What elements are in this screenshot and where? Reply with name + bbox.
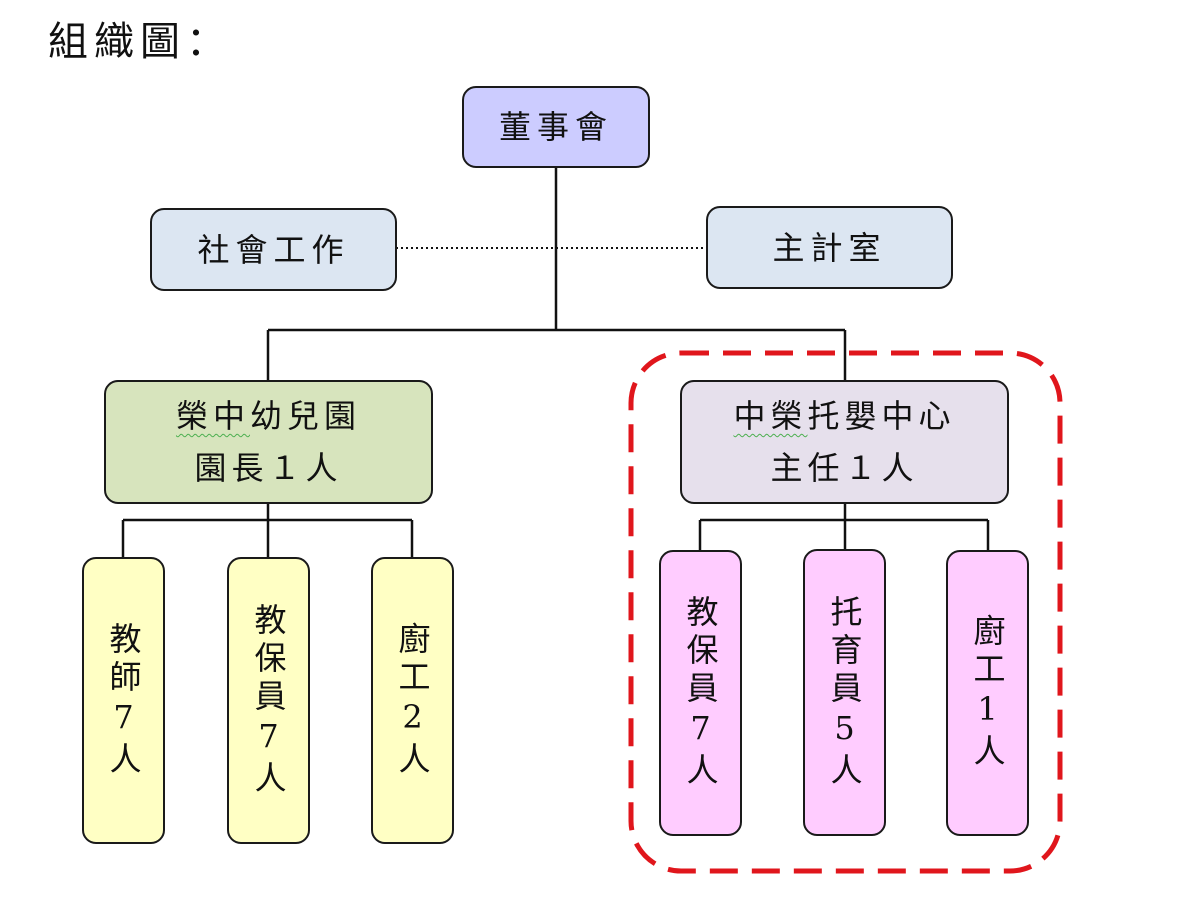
kindergarten-name: 榮中幼兒園 xyxy=(176,390,361,442)
chart-title: 組織圖： xyxy=(48,19,232,65)
kindergarten-head: 園長１人 xyxy=(194,449,343,487)
kindergarten-box: 榮中幼兒園 園長１人 xyxy=(104,380,433,504)
accounting-label: 主計室 xyxy=(772,228,887,267)
nursery-name-part1: 中榮 xyxy=(733,397,808,435)
kindergarten-name-part2: 幼兒園 xyxy=(250,397,362,435)
nursery-box: 中榮托嬰中心 主任１人 xyxy=(680,380,1009,504)
social-work-box: 社會工作 xyxy=(150,208,397,291)
nursery-staff-childcare: 托育員5人 xyxy=(803,549,886,836)
staff-label: 教保員7人 xyxy=(681,595,720,791)
board-box: 董事會 xyxy=(462,86,650,168)
board-label: 董事會 xyxy=(498,108,613,146)
kindergarten-name-part1: 榮中 xyxy=(175,397,250,435)
accounting-box: 主計室 xyxy=(706,206,953,289)
staff-label: 廚工1人 xyxy=(968,614,1007,772)
nursery-staff-caregivers: 教保員7人 xyxy=(659,550,742,836)
staff-label: 教師7人 xyxy=(104,621,143,780)
nursery-highlight-frame xyxy=(628,350,1063,874)
nursery-name: 中榮托嬰中心 xyxy=(733,390,955,442)
social-work-label: 社會工作 xyxy=(197,230,350,269)
nursery-head: 主任１人 xyxy=(770,449,919,487)
nursery-staff-cooks: 廚工1人 xyxy=(946,550,1029,836)
staff-label: 托育員5人 xyxy=(825,594,864,791)
staff-label: 教保員7人 xyxy=(249,602,288,799)
staff-label: 廚工2人 xyxy=(393,621,432,780)
kindergarten-staff-cooks: 廚工2人 xyxy=(371,557,454,844)
nursery-name-part2: 托嬰中心 xyxy=(807,397,956,435)
kindergarten-staff-teachers: 教師7人 xyxy=(82,557,165,844)
kindergarten-staff-caregivers: 教保員7人 xyxy=(227,557,310,844)
